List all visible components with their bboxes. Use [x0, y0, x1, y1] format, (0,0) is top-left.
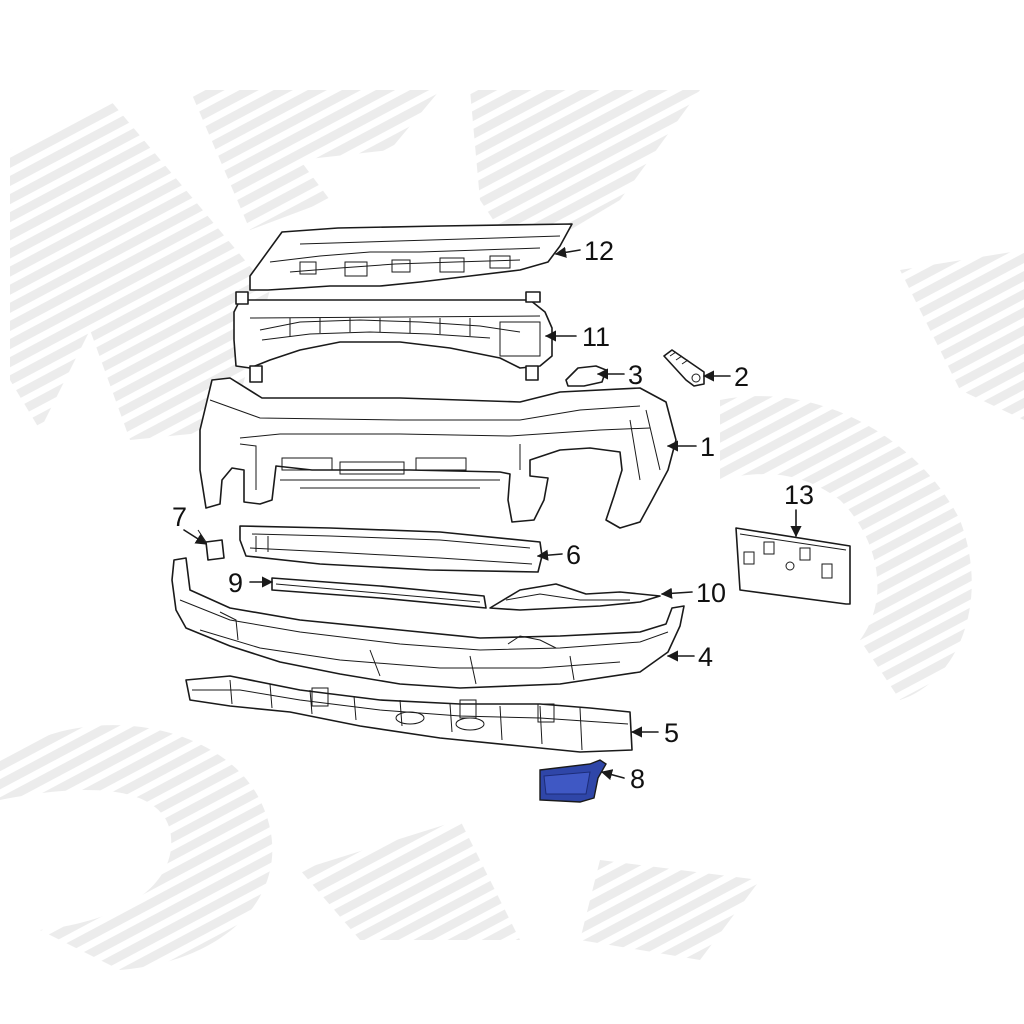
leader-lines	[183, 246, 802, 781]
callout-9: 9	[228, 568, 243, 598]
callout-2: 2	[734, 362, 749, 392]
part-6-grille-insert	[239, 525, 543, 573]
part-5-reinforcement-beam	[185, 675, 633, 753]
callout-7: 7	[172, 502, 187, 532]
part-11-upper-beam	[233, 291, 553, 383]
callout-11: 11	[582, 322, 610, 352]
callout-13: 13	[784, 480, 814, 510]
callout-5: 5	[664, 718, 679, 748]
part-8-corner-trim-highlighted	[539, 759, 607, 803]
part-13-license-bracket	[735, 527, 851, 605]
callout-8: 8	[630, 764, 645, 794]
callout-3: 3	[628, 360, 643, 390]
part-2-tow-hook	[663, 349, 705, 387]
part-7-bracket	[197, 529, 225, 561]
callout-6: 6	[566, 540, 581, 570]
part-10-lower-trim	[489, 583, 661, 611]
callout-4: 4	[698, 642, 713, 672]
part-1-bumper-fascia	[199, 377, 677, 529]
callout-labels: 12 11 3 2 1 13 7 6 9 10 4 5 8	[172, 236, 814, 794]
callout-10: 10	[696, 578, 726, 608]
callout-1: 1	[700, 432, 715, 462]
part-3-cap	[565, 365, 607, 387]
watermark	[0, 90, 1024, 970]
part-4-lower-valance	[171, 557, 685, 689]
part-9-trim-strip	[271, 577, 487, 609]
part-12-upper-panel	[249, 223, 573, 291]
callout-12: 12	[584, 236, 614, 266]
